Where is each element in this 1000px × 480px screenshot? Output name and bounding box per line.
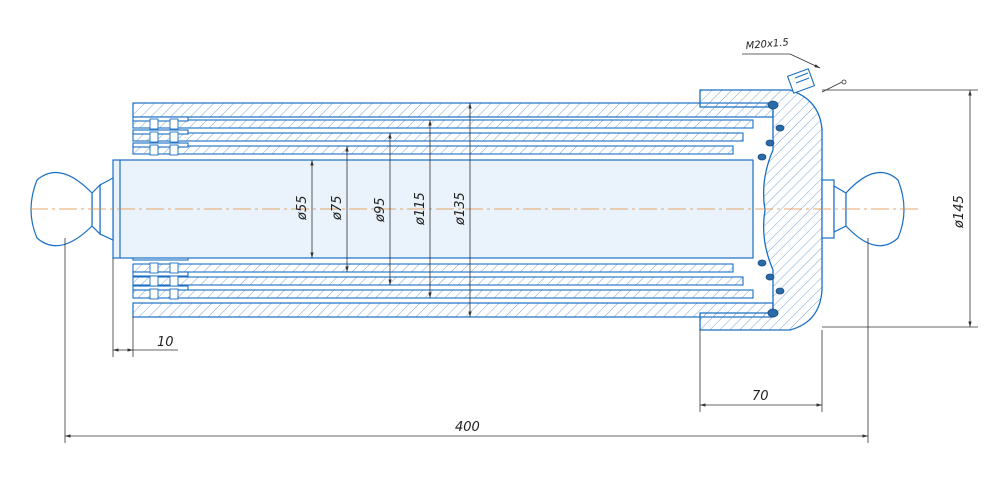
dim-thread: M20x1.5 <box>745 37 789 52</box>
dim-thread-leader <box>742 53 847 93</box>
dim-d55: ø55 <box>295 196 310 222</box>
dim-d145-lines <box>822 89 978 328</box>
dim-70-lines <box>699 330 823 412</box>
hydraulic-port <box>786 68 816 94</box>
dim-70: 70 <box>752 389 769 404</box>
dim-d145: ø145 <box>952 195 967 229</box>
telescopic-stages <box>132 116 754 300</box>
dim-d95: ø95 <box>373 198 388 224</box>
dim-d75: ø75 <box>330 196 345 222</box>
dim-400-lines <box>64 238 869 443</box>
dim-d115: ø115 <box>413 192 428 226</box>
bottom-cap <box>699 89 823 331</box>
right-ball-end <box>821 171 905 247</box>
dim-400: 400 <box>455 420 480 435</box>
dim-10: 10 <box>157 335 174 350</box>
dim-10-lines <box>112 258 178 357</box>
dim-d135: ø135 <box>453 192 468 226</box>
diameter-dimensions <box>310 103 472 317</box>
